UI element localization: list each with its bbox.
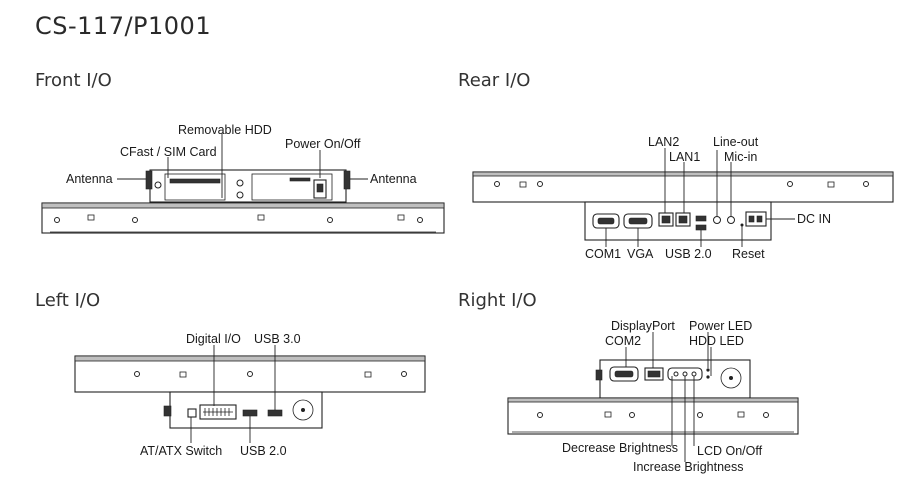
rear-io-diagram: LAN2 LAN1 Line-out Mic-in DC IN COM1 VGA… xyxy=(472,135,894,261)
right-fan-vent-icon xyxy=(720,367,742,389)
decrease-brightness-button-icon xyxy=(673,371,679,377)
removable-hdd-bay xyxy=(251,173,333,201)
label-lan1: LAN1 xyxy=(669,150,700,164)
page-title: CS-117/P1001 xyxy=(35,12,212,40)
cfast-slot-bay xyxy=(164,173,226,201)
hdd-screw-icon xyxy=(236,179,244,187)
power-led-icon xyxy=(706,368,710,372)
label-lan2: LAN2 xyxy=(648,135,679,149)
label-hdd-led: HDD LED xyxy=(689,334,744,348)
rear-io-box xyxy=(584,201,772,241)
label-at-atx-switch: AT/ATX Switch xyxy=(140,444,222,458)
label-rear-usb20: USB 2.0 xyxy=(665,247,712,261)
left-usb20-port-icon xyxy=(242,409,258,417)
fan-vent-icon xyxy=(292,399,314,421)
label-dc-in: DC IN xyxy=(797,212,831,226)
antenna-right-connector xyxy=(343,170,351,190)
line-out-jack-icon xyxy=(713,216,721,224)
label-reset: Reset xyxy=(732,247,765,261)
label-antenna-left: Antenna xyxy=(66,172,113,186)
front-io-diagram: Removable HDD CFast / SIM Card Power On/… xyxy=(41,123,445,234)
front-io-box xyxy=(149,169,347,203)
increase-brightness-button-icon xyxy=(682,371,688,377)
right-io-title: Right I/O xyxy=(458,290,537,311)
label-com1: COM1 xyxy=(585,247,621,261)
label-vga: VGA xyxy=(627,247,654,261)
label-usb30: USB 3.0 xyxy=(254,332,301,346)
right-panel-body xyxy=(507,397,799,435)
reset-button-icon xyxy=(740,223,744,227)
label-decrease-brightness: Decrease Brightness xyxy=(562,441,678,455)
at-atx-switch-icon xyxy=(187,408,197,418)
antenna-left-connector xyxy=(145,170,153,190)
label-power-led: Power LED xyxy=(689,319,752,333)
label-lcd-onoff: LCD On/Off xyxy=(697,444,763,458)
label-mic-in: Mic-in xyxy=(724,150,757,164)
usb30-port-icon xyxy=(267,409,283,417)
label-increase-brightness: Increase Brightness xyxy=(633,460,743,474)
front-io-title: Front I/O xyxy=(35,70,112,91)
label-cfast-sim: CFast / SIM Card xyxy=(120,145,217,159)
label-com2: COM2 xyxy=(605,334,641,348)
label-line-out: Line-out xyxy=(713,135,759,149)
usb20-port-icon xyxy=(695,215,707,222)
label-displayport: DisplayPort xyxy=(611,319,675,333)
rear-io-title: Rear I/O xyxy=(458,70,531,91)
label-power-onoff: Power On/Off xyxy=(285,137,361,151)
right-io-diagram: DisplayPort Power LED COM2 HDD LED Decre… xyxy=(507,319,799,474)
cfast-slot xyxy=(169,178,221,184)
label-antenna-right: Antenna xyxy=(370,172,417,186)
label-removable-hdd: Removable HDD xyxy=(178,123,272,137)
hdd-led-icon xyxy=(706,375,710,379)
label-digital-io: Digital I/O xyxy=(186,332,241,346)
left-io-diagram: Digital I/O USB 3.0 AT/ATX Switch USB 2.… xyxy=(74,332,426,458)
label-left-usb20: USB 2.0 xyxy=(240,444,287,458)
lcd-onoff-button-icon xyxy=(691,371,697,377)
mic-in-jack-icon xyxy=(727,216,735,224)
left-io-title: Left I/O xyxy=(35,290,101,311)
